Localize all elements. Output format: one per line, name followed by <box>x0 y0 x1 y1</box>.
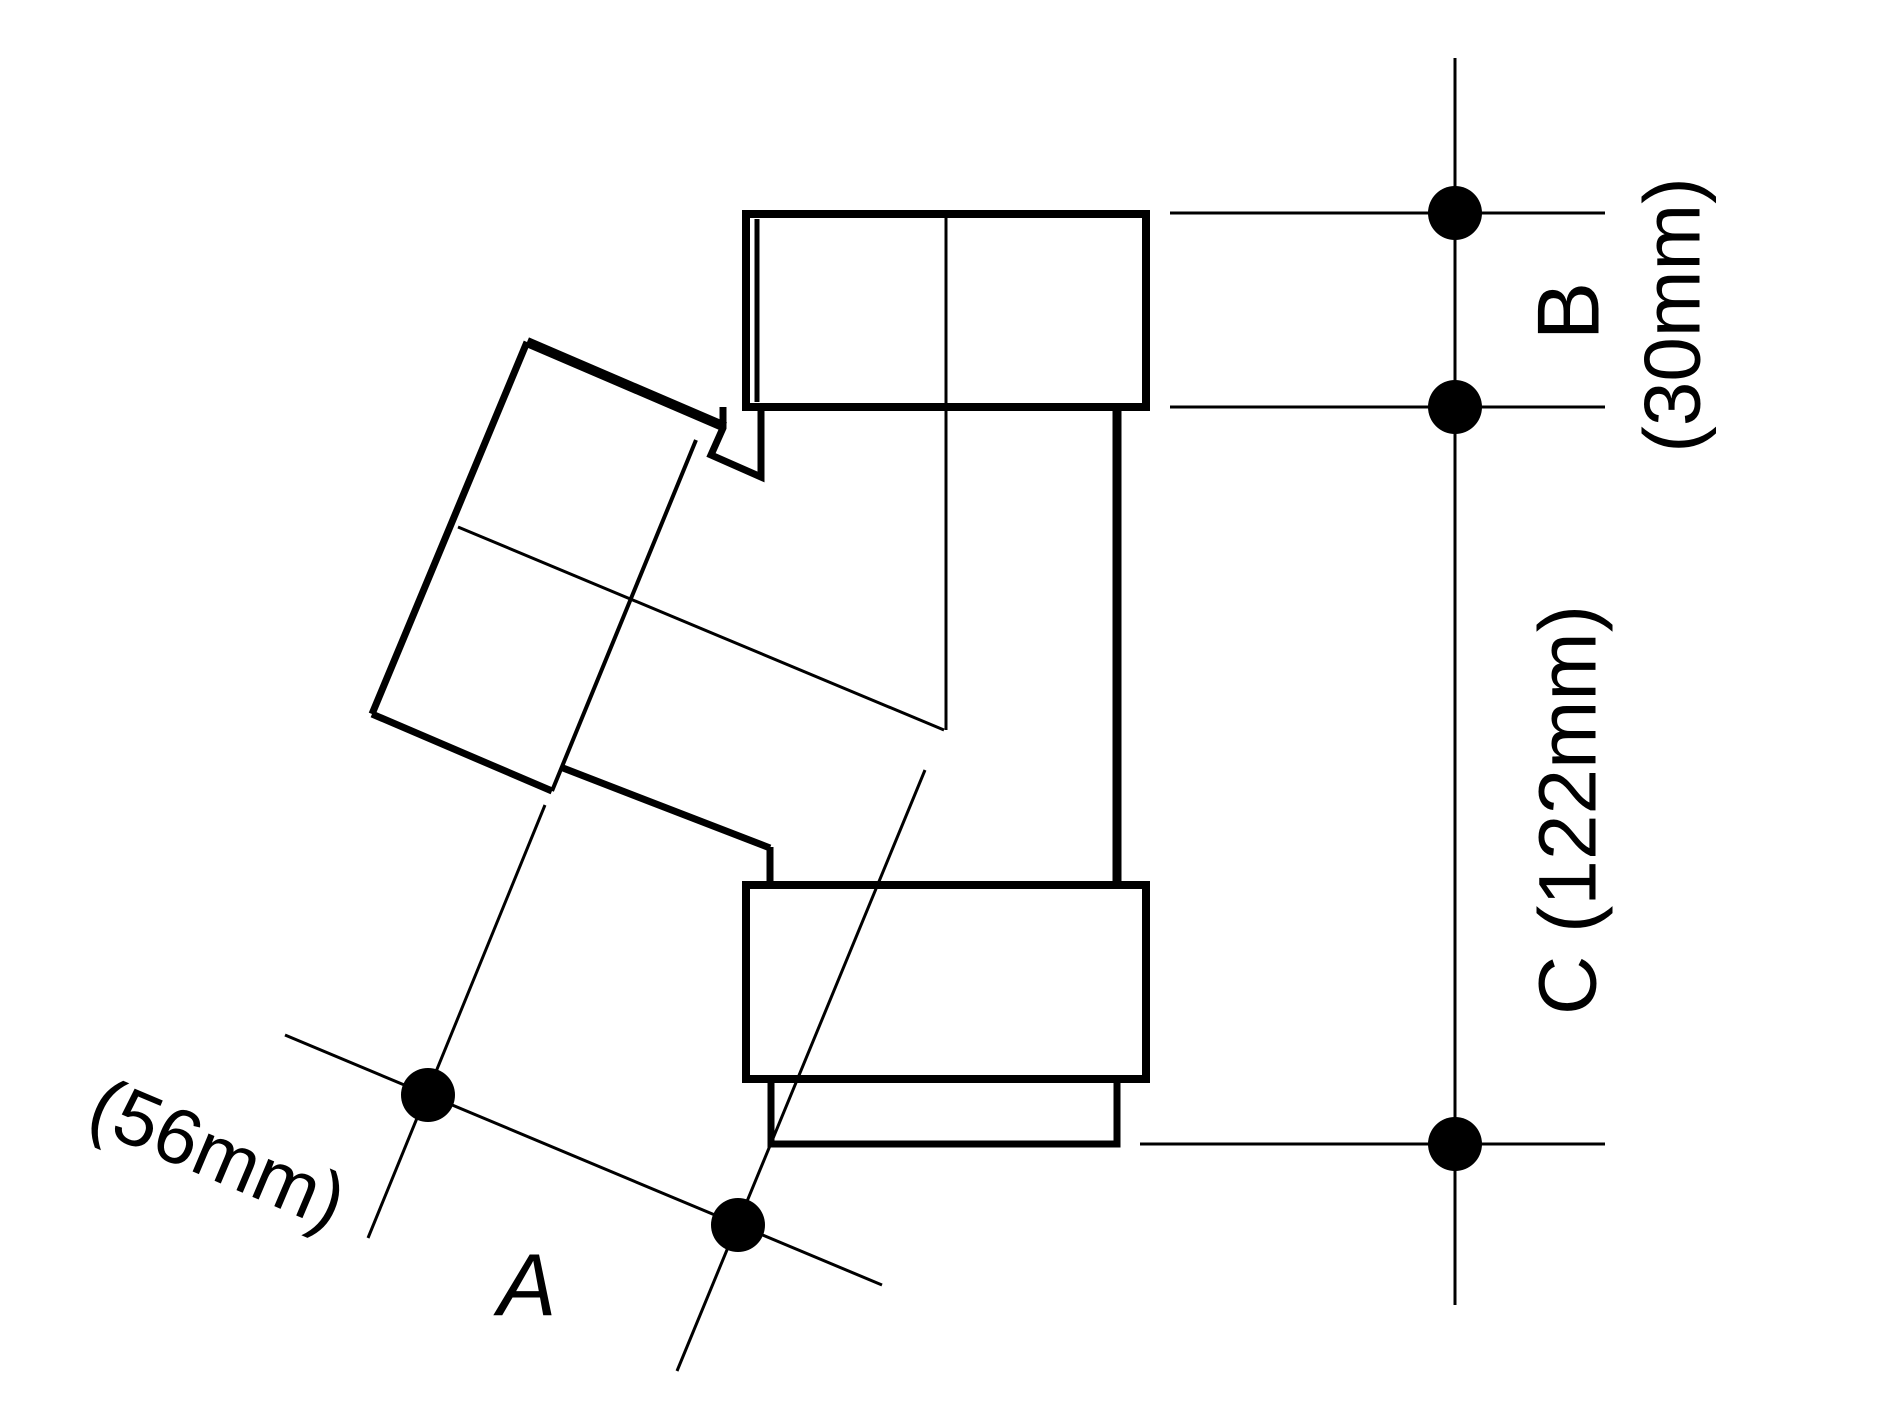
dimension-point-b-bottom <box>1428 380 1482 434</box>
branch-socket-top-edge <box>525 337 727 432</box>
dimension-point-c-bottom <box>1428 1117 1482 1171</box>
dimension-point-b-top <box>1428 186 1482 240</box>
branch-centerline-extension <box>675 769 927 1372</box>
branch-pipe-lower-edge <box>561 764 772 852</box>
label-b-value: (30mm) <box>1628 177 1717 453</box>
label-b-letter: B <box>1519 282 1618 341</box>
bottom-socket <box>742 881 1150 1083</box>
label-a-value: (56mm) <box>77 1060 359 1246</box>
dimension-point-a-right <box>711 1198 765 1252</box>
branch-socket-outer-edge <box>368 340 531 716</box>
branch-centerline <box>457 525 945 732</box>
bottom-spigot <box>767 1080 1121 1148</box>
dimension-point-a-left <box>401 1068 455 1122</box>
label-c: C (122mm) <box>1523 605 1614 1015</box>
branch-socket-bottom-edge <box>370 710 554 795</box>
dimension-a-line <box>284 1033 883 1287</box>
dimension-a-extension-left <box>366 804 547 1239</box>
body-left-upper-edge <box>706 407 765 483</box>
branch-socket-inner-edge <box>550 439 698 792</box>
label-a-letter: A <box>493 1236 557 1335</box>
